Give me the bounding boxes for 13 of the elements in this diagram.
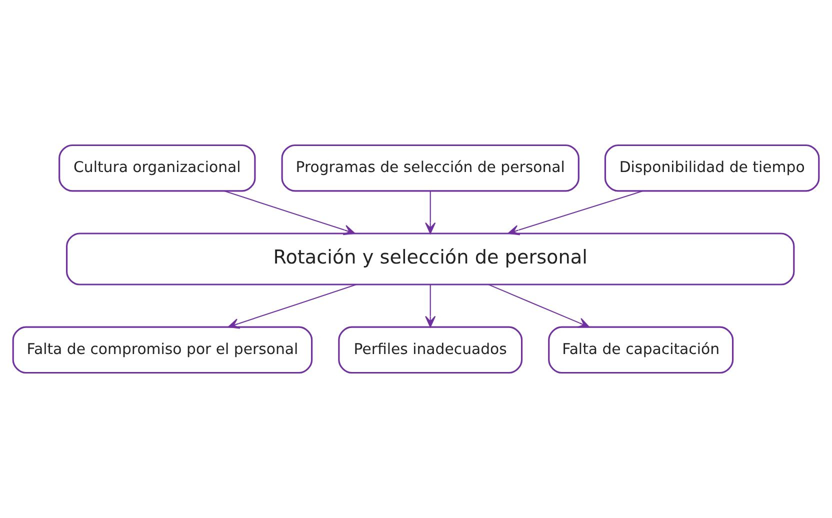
node-box: Falta de capacitación — [548, 326, 734, 374]
node-box: Cultura organizacional — [58, 144, 256, 192]
arrow — [228, 284, 357, 329]
arrow — [425, 191, 436, 234]
arrow — [508, 190, 643, 236]
node-box: Programas de selección de personal — [281, 144, 580, 192]
node-box: Disponibilidad de tiempo — [604, 144, 820, 192]
arrow — [488, 284, 590, 328]
node-box: Rotación y selección de personal — [66, 232, 795, 286]
arrow — [224, 190, 356, 236]
arrow — [425, 284, 436, 328]
node-box: Perfiles inadecuados — [338, 326, 523, 374]
node-box: Falta de compromiso por el personal — [12, 326, 313, 374]
